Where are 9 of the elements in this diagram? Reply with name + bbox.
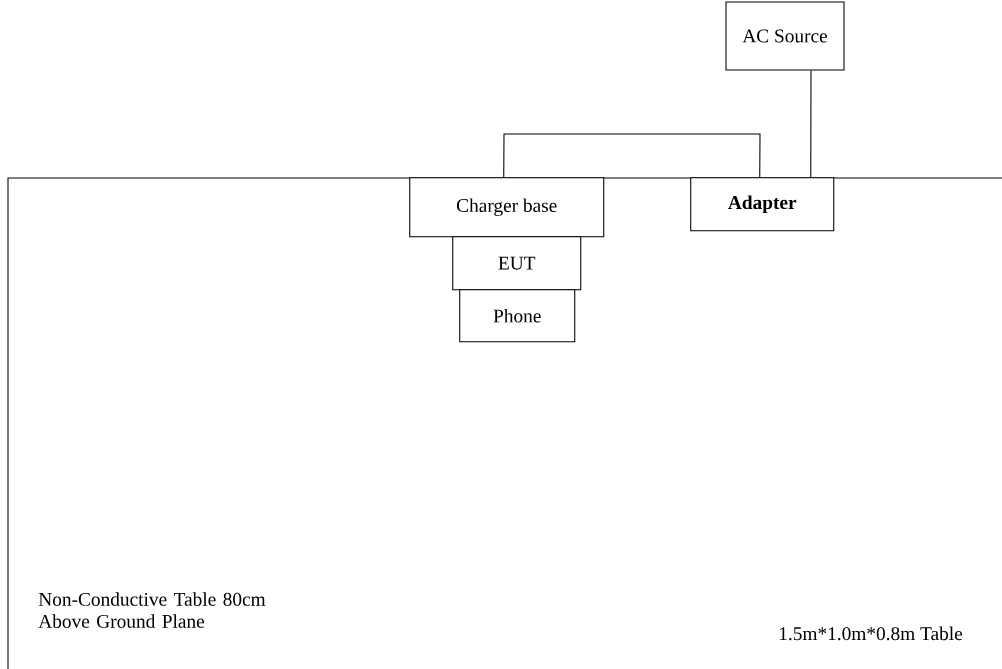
connector-line — [810, 70, 812, 178]
device-box: Charger base — [409, 177, 605, 238]
table-label: Non-Conductive Table 80cm Above Ground Plane — [38, 592, 266, 628]
table-label: 1.5m*1.0m*0.8m Table — [779, 626, 963, 641]
device-box: Phone — [459, 289, 576, 343]
device-box: EUT — [452, 236, 582, 291]
device-box: Adapter — [690, 177, 835, 232]
connector-line — [503, 133, 761, 178]
source-box: AC Source — [725, 1, 845, 71]
